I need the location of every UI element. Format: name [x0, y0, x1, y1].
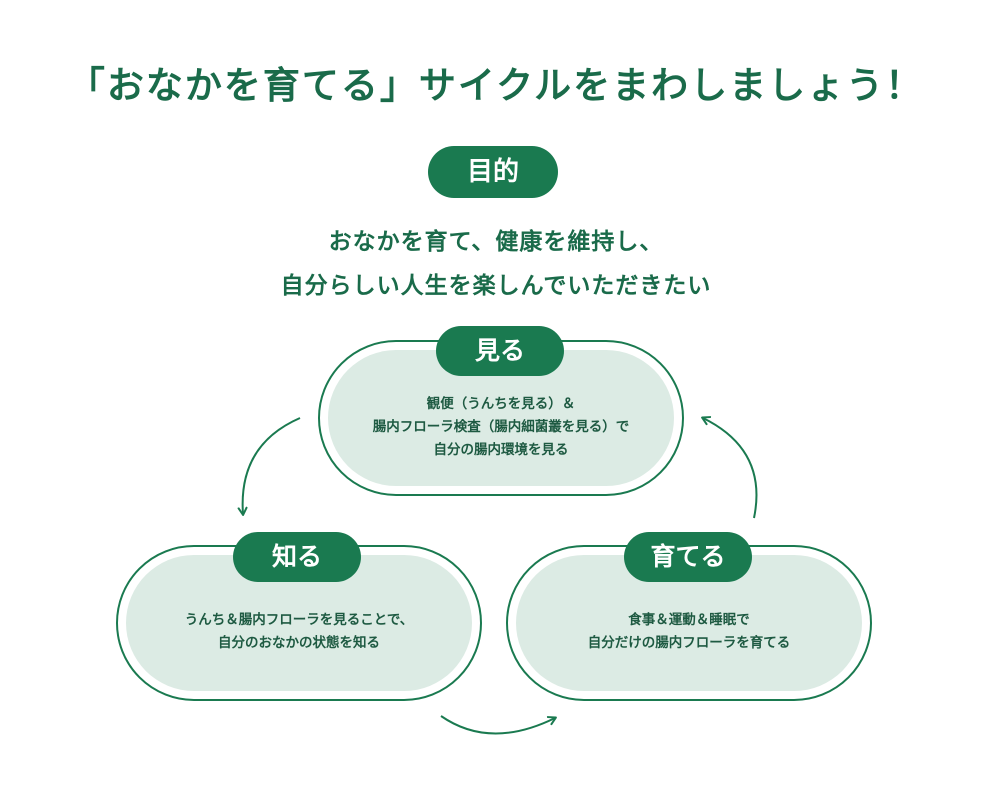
arrow-see-to-know: [237, 417, 301, 516]
stage-see-label: 見る: [436, 326, 564, 376]
page-title: 「おなかを育てる」サイクルをまわしましょう！: [67, 64, 925, 107]
arrow-grow-to-see: [701, 416, 758, 519]
stage-grow-label: 育てる: [624, 532, 752, 582]
stage-know-line-2: 自分のおなかの状態を知る: [218, 635, 380, 651]
purpose-line-1: おなかを育て、健康を維持し、: [328, 229, 664, 255]
stage-see-line-3: 自分の腸内環境を見る: [433, 441, 569, 458]
stage-know-line-1: うんち＆腸内フローラを見ることで、: [184, 612, 414, 628]
stage-grow-line-1: 食事＆運動＆睡眠で: [628, 612, 750, 628]
stage-know-label: 知る: [233, 532, 361, 582]
purpose-line-2: 自分らしい人生を楽しんでいただきたい: [280, 273, 712, 299]
stage-grow-line-2: 自分だけの腸内フローラを育てる: [587, 635, 791, 651]
stage-see-line-1: 観便（うんちを見る）＆: [426, 395, 576, 412]
arrow-know-to-grow: [440, 715, 557, 735]
stage-see-line-2: 腸内フローラ検査（腸内細菌叢を見る）で: [372, 418, 630, 435]
purpose-label: 目的: [428, 146, 558, 198]
